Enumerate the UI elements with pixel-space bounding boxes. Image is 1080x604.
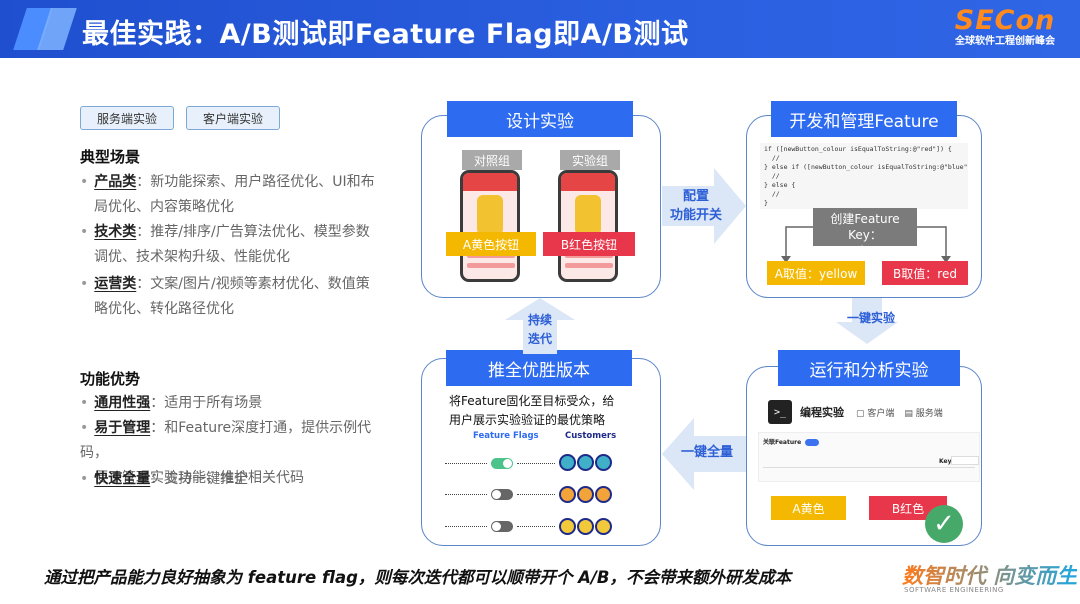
scenarios-title: 典型场景 [80,148,141,166]
rollout-desc-line: 将Feature固化至目标受众，给 [449,394,615,408]
secon-logo: SECon 全球软件工程创新峰会 [946,6,1064,52]
list-item: •运营类：文案/图片/视频等素材优化、数值策 略优化、转化路径优化 [80,272,390,322]
phone-mockup-treatment [558,170,618,282]
key-input[interactable] [951,456,979,465]
logo-subtitle: 全球软件工程创新峰会 [955,36,1055,47]
bullet-label: 快速全量 [94,471,151,487]
tab-client[interactable]: ▢ 客户端 [856,408,895,419]
bullet-text: 略优化、转化路径优化 [94,301,234,317]
yellow-button-variant: A黄色按钮 [446,232,536,256]
config-switch-label: 配置 功能开关 [664,187,728,225]
phone-mockup-control [460,170,520,282]
bullet-label: 通用性强 [94,395,151,411]
brand-subtitle: SOFTWARE ENGINEERING [904,586,1004,594]
tab-client-experiment[interactable]: 客户端实验 [186,106,280,130]
bullet-label: 产品类 [94,174,137,190]
feature-toggle[interactable] [805,439,820,446]
feature-key-label: 创建Feature Key： [830,212,900,242]
rollout-card-title: 推全优胜版本 [446,350,632,386]
customer-avatar [577,454,594,471]
value-b-red: B取值：red [882,261,968,285]
customer-avatar [595,518,612,535]
bullet-text: ：文案/图片/视频等素材优化、数值策 [136,276,370,292]
bullet-text: ：支持一键推全 [150,471,249,487]
bullet-text: ：和Feature深度打通，提供示例代码， [80,420,372,461]
feature-key-value: colour [846,244,884,258]
up-arrow-icon [505,298,575,354]
terminal-icon: >_ [768,400,792,424]
flag-off-toggle [491,489,513,500]
branch-arrows [781,226,951,263]
list-item: •产品类：新功能探索、用户路径优化、UI和布 局优化、内容策略优化 [80,170,390,220]
feature-key-box: 创建Feature Key： colour [813,208,917,258]
one-click-experiment-label: 一键实验 [846,311,895,325]
right-arrow-icon [662,168,746,244]
list-item: •技术类：推荐/排序/广告算法优化、模型参数 调优、技术架构升级、性能优化 [80,220,390,270]
header-bar: 最佳实践：A/B测试即Feature Flag即A/B测试 SECon 全球软件… [0,0,1080,58]
result-a-yellow: A黄色 [771,496,846,520]
customers-label: Customers [565,431,617,441]
advantages-title: 功能优势 [80,370,141,388]
feature-flags-illustration: Feature Flags Customers [443,431,621,539]
list-item: •通用性强：适用于所有场景 [80,395,263,411]
logo-text: SECon [954,5,1056,36]
customer-avatar [559,454,576,471]
design-card [421,115,661,298]
develop-card-title: 开发和管理Feature [771,101,957,137]
rollout-desc-line: 用户展示实验验证的最优策略 [449,413,606,427]
customer-avatar [559,486,576,503]
tab-server[interactable]: ▤ 服务端 [904,408,943,419]
brand-text: 数智时代 向变而生 [902,564,1078,588]
treatment-group-label: 实验组 [560,150,620,170]
customer-avatar [559,518,576,535]
left-arrow-icon [662,418,746,490]
check-icon: ✓ [925,505,963,543]
flag-on-toggle [491,458,513,469]
tab-server-experiment[interactable]: 服务端实验 [80,106,174,130]
red-button-variant: B红色按钮 [543,232,635,256]
customer-avatar [577,518,594,535]
feature-flags-label: Feature Flags [473,431,539,441]
arrow-text: 持续 迭代 [527,313,552,346]
summary-text: 通过把产品能力良好抽象为 feature flag，则每次迭代都可以顺带开个 A… [44,568,792,587]
feature-config-panel: 关联Feature Key [758,432,980,482]
control-group-label: 对照组 [462,150,522,170]
tool-name: 编程实验 [800,406,844,419]
bullet-text: ：推荐/排序/广告算法优化、模型参数 [136,224,370,240]
customer-avatar [577,486,594,503]
arrow-text: 配置 功能开关 [669,189,722,223]
bullet-text: ：新功能探索、用户路径优化、UI和布 [136,174,375,190]
bullet-text: 调优、技术架构升级、性能优化 [94,249,290,265]
list-item: •快速全量：支持一键推全 [80,471,249,487]
bullet-label: 运营类 [94,276,137,292]
down-arrow-icon [836,298,898,344]
design-card-title: 设计实验 [447,101,633,137]
panel-label: 关联Feature [763,439,802,446]
list-item: •易于管理：和Feature深度打通，提供示例代码， 便于管理实验功能、维护相关… [80,416,390,491]
customer-avatar [595,486,612,503]
bullet-text: 便于管理实验功能、维护相关代码 [94,470,304,486]
bullet-text: 局优化、内容策略优化 [94,199,234,215]
bullet-label: 易于管理 [94,420,151,436]
panel-key-label: Key [939,458,952,465]
experiment-tool-ui: >_ 编程实验 ▢ 客户端 ▤ 服务端 关联Feature Key [758,396,980,486]
page-title: 最佳实践：A/B测试即Feature Flag即A/B测试 [82,19,689,50]
code-snippet: if ([newButton_colour isEqualToString:@"… [760,143,968,209]
one-click-full-label: 一键全量 [680,445,733,460]
customer-avatar [595,454,612,471]
run-card-title: 运行和分析实验 [778,350,960,386]
bullet-label: 技术类 [94,224,137,240]
rollout-card [421,358,661,546]
value-a-yellow: A取值：yellow [767,261,865,285]
flag-off-toggle [491,521,513,532]
bullet-text: ：适用于所有场景 [150,395,263,411]
rollout-description: 将Feature固化至目标受众，给 用户展示实验验证的最优策略 [449,392,639,430]
continuous-iteration-label: 持续 迭代 [510,311,570,349]
brand-slogan: 数智时代 向变而生 [902,560,1077,590]
